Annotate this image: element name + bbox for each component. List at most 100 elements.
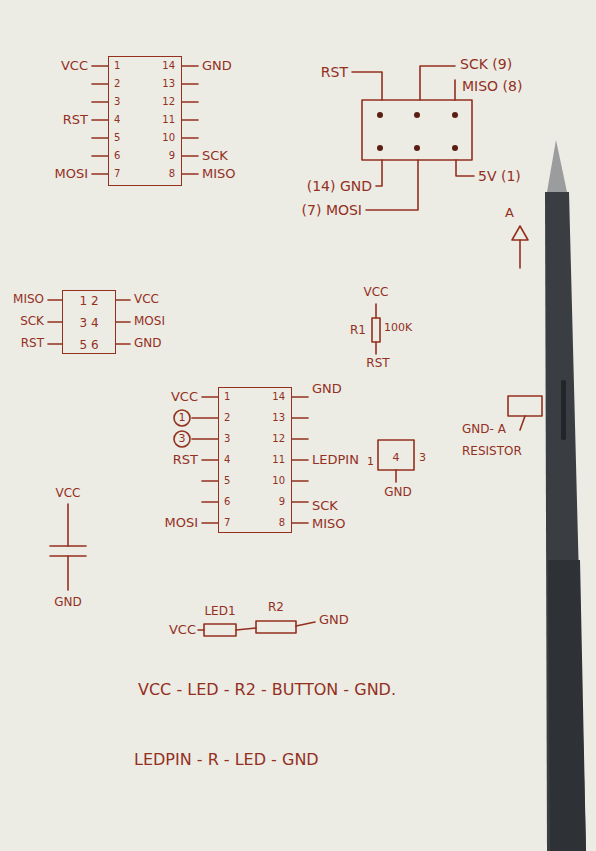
pin-label: GND <box>202 59 232 74</box>
pin-stub <box>192 438 218 440</box>
signal-label: SCK (9) <box>460 56 512 72</box>
pin-label: MOSI <box>164 516 198 531</box>
terminal-number: 1 <box>367 456 374 469</box>
pin-number: 6 <box>224 497 230 507</box>
pin-label: RST <box>21 337 44 351</box>
signal-label: RST <box>321 64 348 80</box>
net-label: GND <box>54 596 82 610</box>
part-name: R1 <box>350 324 366 338</box>
pin-stub <box>202 501 218 503</box>
pin-number: 2 <box>224 413 230 423</box>
circled-marks <box>174 410 190 447</box>
pin-label: A <box>505 206 514 221</box>
ic-chip: 1234567141312111098 <box>218 387 292 533</box>
pin-stub <box>92 83 108 85</box>
pin-number: 5 6 <box>79 339 98 351</box>
pin-stub <box>48 299 62 301</box>
pin-stub <box>192 417 218 419</box>
led-chain <box>198 621 315 636</box>
pin-stub <box>92 65 108 67</box>
pin-label: GND <box>312 382 342 397</box>
pin-stub <box>182 137 198 139</box>
pin-number: 11 <box>272 455 285 465</box>
pin-number: 9 <box>169 151 175 161</box>
pin-label: RST <box>173 453 198 468</box>
terminal-number: 3 <box>419 452 426 465</box>
pin-number: 10 <box>272 476 285 486</box>
pin-stub <box>92 155 108 157</box>
pin-label: RST <box>63 113 88 128</box>
pin-number: 9 <box>279 497 285 507</box>
pin-number: 7 <box>114 169 120 179</box>
terminal-number: 4 <box>393 452 400 465</box>
pin-label: VCC <box>134 293 159 307</box>
pin-label: MOSI <box>54 167 88 182</box>
pin-label: SCK <box>202 149 228 164</box>
pin-number: 14 <box>272 392 285 402</box>
net-label: VCC <box>56 487 81 501</box>
net-label: VCC <box>169 623 196 638</box>
isp-header-pinout: 1 2 3 4 5 6 <box>62 290 116 354</box>
pin-stub <box>202 459 218 461</box>
pin-stub <box>202 396 218 398</box>
callout-number: 3 <box>179 433 186 446</box>
pin-label: MISO <box>312 517 346 532</box>
pin-label: MISO <box>202 167 236 182</box>
note: VCC - LED - R2 - BUTTON - GND. <box>138 681 396 699</box>
pin-number: 4 <box>224 455 230 465</box>
fountain-pen <box>545 140 586 851</box>
pin-stub <box>116 299 130 301</box>
pin-stub <box>92 119 108 121</box>
pin-number: 13 <box>162 79 175 89</box>
pin-label: VCC <box>61 59 88 74</box>
capacitor-symbol <box>50 504 86 590</box>
resistor-symbol <box>372 304 380 354</box>
signal-label: (7) MOSI <box>302 202 362 218</box>
pin-label: SCK <box>20 315 44 329</box>
pin-number: 5 <box>114 133 120 143</box>
pin-number: 5 <box>224 476 230 486</box>
note: LEDPIN - R - LED - GND <box>134 751 319 769</box>
pin-label: MISO <box>13 293 44 307</box>
pin-label: LEDPIN <box>312 453 359 468</box>
pin-stub <box>182 119 198 121</box>
pin-number: 7 <box>224 518 230 528</box>
net-label: VCC <box>364 286 389 300</box>
pin-stub <box>116 343 130 345</box>
pin-stub <box>202 480 218 482</box>
pin-number: 11 <box>162 115 175 125</box>
pin-stub <box>182 173 198 175</box>
pin-number: 14 <box>162 61 175 71</box>
pin-number: 8 <box>169 169 175 179</box>
net-label: RST <box>366 357 389 371</box>
pin-stub <box>292 417 308 419</box>
pin-number: 12 <box>162 97 175 107</box>
pin-number: 2 <box>114 79 120 89</box>
pin-number: 3 <box>114 97 120 107</box>
pin-number: 6 <box>114 151 120 161</box>
note: RESISTOR <box>462 445 522 459</box>
pin-stub <box>48 343 62 345</box>
pin-number: 4 <box>114 115 120 125</box>
pin-stub <box>92 101 108 103</box>
net-label: GND <box>384 486 412 500</box>
pin-stub <box>182 65 198 67</box>
pin-number: 3 4 <box>79 317 98 329</box>
signal-label: 5V (1) <box>478 168 521 184</box>
pin-stubs <box>48 66 308 523</box>
callout-number: 1 <box>179 412 186 425</box>
pin-stub <box>292 501 308 503</box>
pin-number: 1 <box>224 392 230 402</box>
pin-label: SCK <box>312 499 338 514</box>
pin-number: 8 <box>279 518 285 528</box>
net-label: GND- A <box>462 423 506 437</box>
pin-number: 3 <box>224 434 230 444</box>
pin-number: 1 2 <box>79 295 98 307</box>
partial-led-sketch <box>508 226 542 430</box>
pin-stub <box>292 480 308 482</box>
part-name: LED1 <box>204 605 235 619</box>
button-symbol <box>378 440 414 482</box>
pin-label: GND <box>134 337 162 351</box>
pin-stub <box>182 83 198 85</box>
